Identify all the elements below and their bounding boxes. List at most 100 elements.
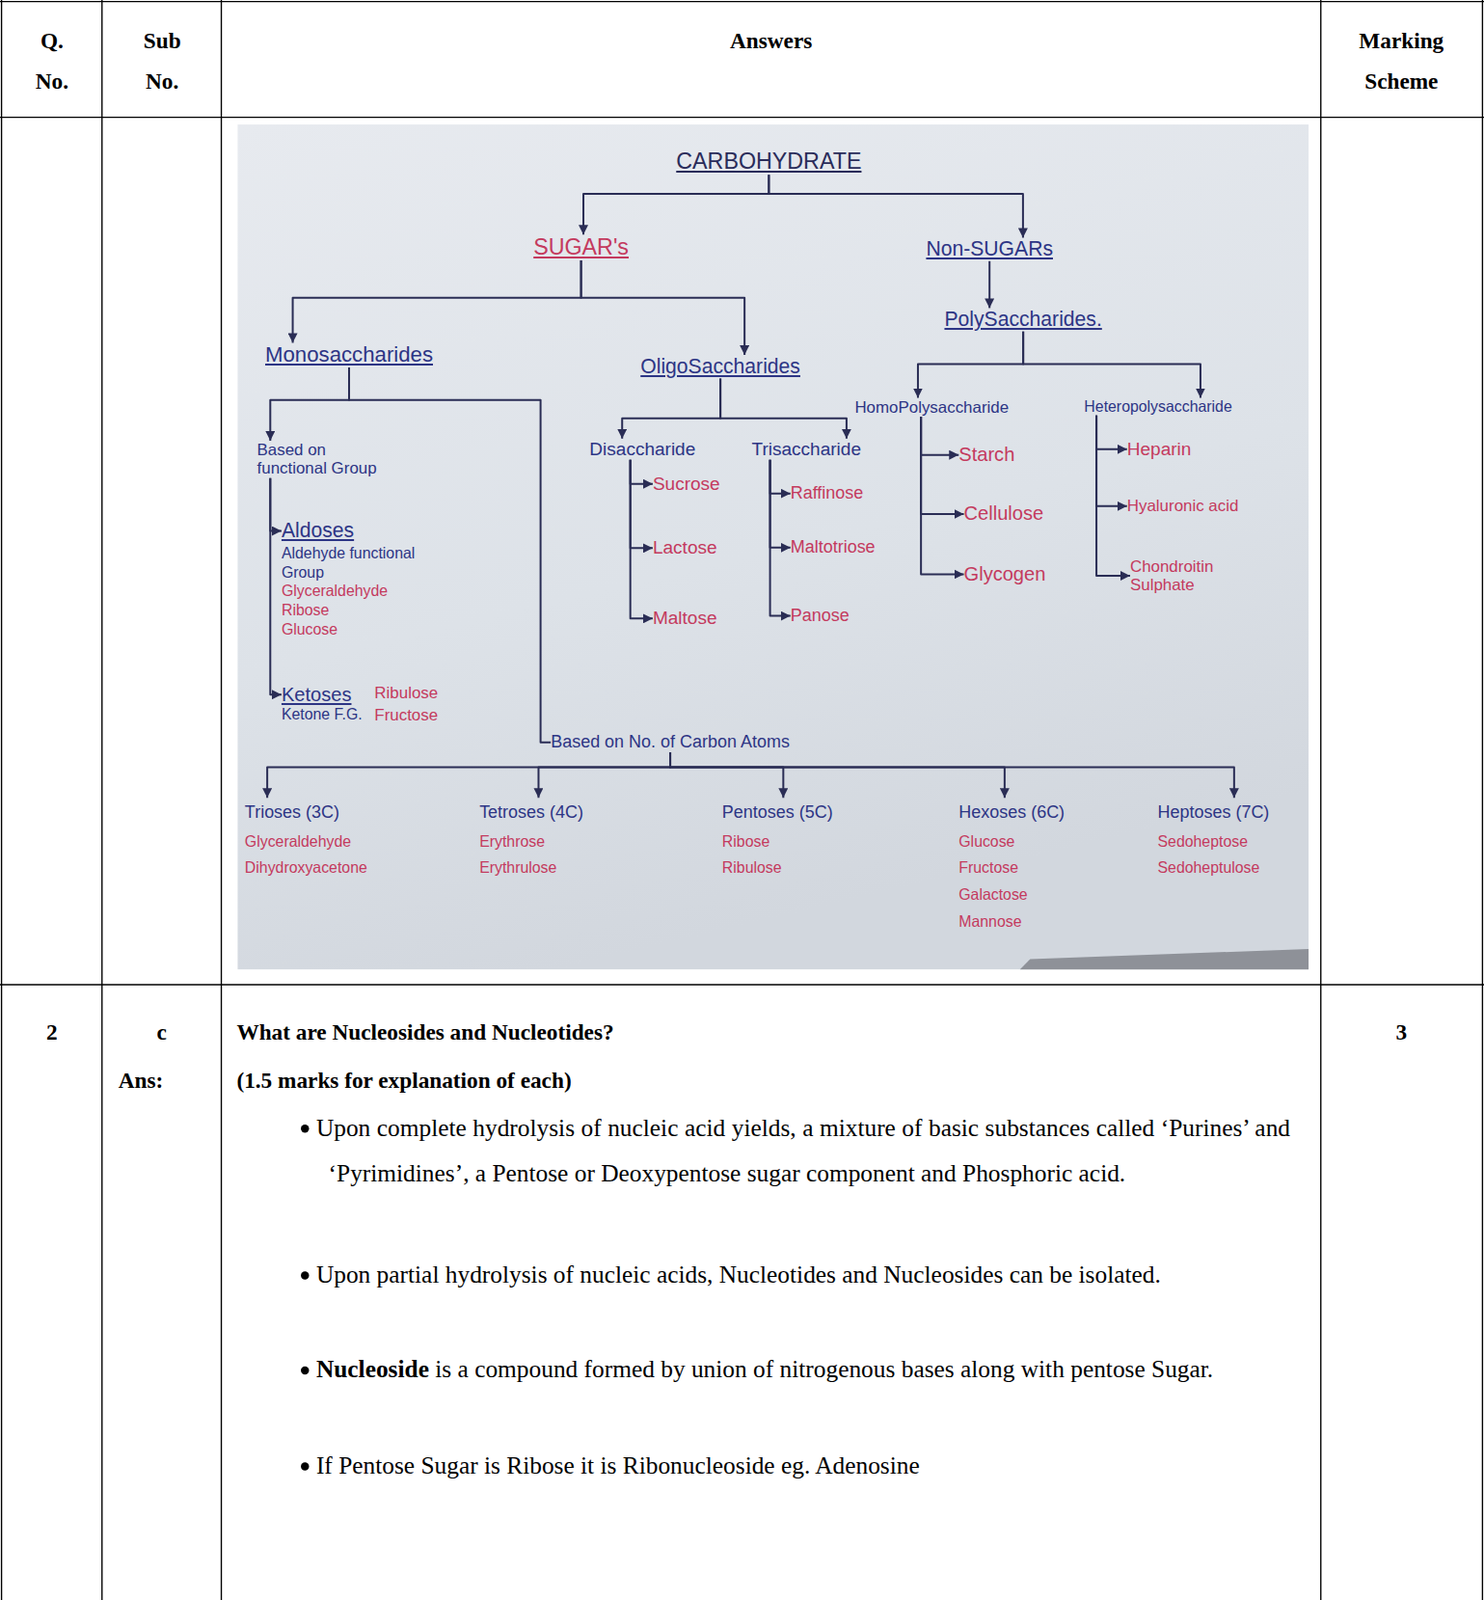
bullet-text-block: Upon complete hydrolysis of nucleic acid… bbox=[316, 1105, 1291, 1197]
tree-node: Lactose bbox=[652, 537, 718, 559]
tree-node: Trisaccharide bbox=[752, 438, 862, 460]
bullet-text: Nucleoside bbox=[316, 1354, 430, 1382]
tree-node: Sucrose bbox=[652, 473, 721, 495]
tree-node: CARBOHYDRATE bbox=[675, 148, 862, 175]
tree-node: Maltose bbox=[652, 607, 718, 629]
node-heading: Trisaccharide bbox=[752, 438, 862, 460]
marking-note: (1.5 marks for explanation of each) bbox=[236, 1067, 571, 1093]
tree-node: Panose bbox=[790, 605, 850, 626]
tree-arrow bbox=[1023, 331, 1201, 399]
tree-arrow bbox=[770, 459, 791, 548]
tree-node: Trioses (3C)GlyceraldehydeDihydroxyaceto… bbox=[244, 797, 368, 882]
tree-arrow bbox=[583, 174, 769, 235]
bullet-text-block: Nucleosideis a compound formed by union … bbox=[316, 1346, 1291, 1393]
tree-arrow bbox=[1096, 415, 1131, 576]
tree-node: Maltotriose bbox=[790, 537, 876, 558]
question-text: What are Nucleosides and Nucleotides? bbox=[236, 1019, 614, 1045]
tree-arrow bbox=[630, 459, 653, 549]
node-heading: Tetroses (4C) bbox=[479, 797, 584, 828]
tree-arrow bbox=[988, 261, 991, 309]
node-heading: CARBOHYDRATE bbox=[675, 148, 862, 175]
node-heading: Disaccharide bbox=[589, 438, 696, 460]
node-heading: Raffinose bbox=[790, 483, 864, 504]
tree-node: HomoPolysaccharide bbox=[854, 398, 1009, 417]
bullet-text: If Pentose Sugar is Ribose it is Ribonuc… bbox=[316, 1451, 920, 1479]
example-text: Galactose bbox=[958, 881, 1065, 909]
tree-node: Heteropolysaccharide bbox=[1083, 398, 1232, 416]
tree-arrow bbox=[293, 260, 582, 343]
node-heading: Monosaccharides bbox=[265, 342, 433, 368]
bullet-text: is a compound formed by union of nitroge… bbox=[434, 1354, 1214, 1382]
node-heading: Pentoses (5C) bbox=[722, 797, 834, 828]
example-text: Fructose bbox=[374, 705, 438, 725]
question-number: 2 bbox=[46, 1019, 58, 1045]
tree-arrow bbox=[630, 459, 653, 620]
node-heading: Maltose bbox=[652, 607, 718, 629]
tree-node: KetosesRibuloseKetone F.G.Fructose bbox=[281, 683, 438, 726]
question-text-block: What are Nucleosides and Nucleotides? bbox=[236, 1018, 1308, 1048]
tree-arrow bbox=[267, 752, 671, 798]
tree-node: Starch bbox=[958, 443, 1015, 466]
bullet-dots bbox=[300, 1124, 309, 1471]
tree-node: PolySaccharides. bbox=[944, 307, 1102, 331]
tree-node: Heptoses (7C)SedoheptoseSedoheptulose bbox=[1158, 797, 1270, 882]
node-heading: Sucrose bbox=[652, 473, 721, 495]
node-heading: Starch bbox=[958, 443, 1015, 466]
node-heading: Based on No. of Carbon Atoms bbox=[550, 731, 790, 753]
answer-tag: Ans: bbox=[118, 1067, 164, 1093]
tree-node: OligoSaccharides bbox=[640, 354, 801, 378]
tree-node: Pentoses (5C)RiboseRibulose bbox=[722, 797, 834, 882]
tree-arrow bbox=[269, 478, 282, 532]
bullet-text-block: Upon partial hydrolysis of nucleic acids… bbox=[316, 1251, 1291, 1298]
node-heading: Heptoses (7C) bbox=[1158, 797, 1270, 828]
example-text: Sedoheptose bbox=[1158, 828, 1270, 856]
tree-arrow bbox=[269, 478, 282, 695]
sub-number: c bbox=[156, 1019, 166, 1045]
tree-node: Cellulose bbox=[964, 502, 1045, 525]
tree-arrow bbox=[768, 174, 1024, 238]
tree-node: Non-SUGARs bbox=[925, 237, 1053, 261]
tree-arrow bbox=[917, 331, 1024, 399]
tree-arrow bbox=[670, 752, 783, 798]
tree-node: Based on functional Group bbox=[257, 440, 396, 479]
table-header-block: Sub No. bbox=[130, 20, 194, 103]
example-text: Ribulose bbox=[374, 683, 438, 706]
tree-node: Based on No. of Carbon Atoms bbox=[550, 731, 790, 753]
node-heading: Non-SUGARs bbox=[925, 237, 1053, 261]
tree-arrow bbox=[770, 459, 791, 494]
tree-arrow bbox=[920, 416, 964, 514]
node-heading: Glycogen bbox=[964, 563, 1047, 586]
example-text: Glyceraldehyde bbox=[281, 581, 445, 601]
tree-node: Disaccharide bbox=[589, 438, 696, 460]
node-heading: Cellulose bbox=[964, 502, 1045, 525]
example-text: Fructose bbox=[958, 854, 1065, 882]
tree-arrow bbox=[1096, 415, 1128, 450]
tree-node: Hyaluronic acid bbox=[1127, 496, 1240, 515]
tree-node: Monosaccharides bbox=[265, 342, 433, 368]
node-heading: Hyaluronic acid bbox=[1127, 496, 1240, 515]
bullet-text: Upon complete hydrolysis of nucleic acid… bbox=[316, 1113, 1291, 1188]
tree-arrow bbox=[621, 377, 721, 438]
node-heading: Panose bbox=[790, 605, 850, 626]
node-heading: OligoSaccharides bbox=[640, 354, 801, 378]
tree-node: AldosesAldehyde functional GroupGlyceral… bbox=[281, 517, 445, 640]
example-text: Dihydroxyacetone bbox=[244, 854, 368, 882]
tree-arrow bbox=[1096, 415, 1128, 507]
tree-arrow bbox=[269, 367, 350, 441]
tree-arrow bbox=[581, 260, 746, 355]
node-heading: Aldoses bbox=[281, 517, 445, 543]
node-heading: HomoPolysaccharide bbox=[854, 398, 1009, 417]
example-text: Glyceraldehyde bbox=[244, 828, 368, 856]
tree-arrow bbox=[538, 752, 671, 798]
example-text: Ribulose bbox=[722, 854, 834, 882]
example-text: Sedoheptulose bbox=[1158, 854, 1270, 882]
example-text: Erythrose bbox=[479, 828, 584, 856]
table-header: Marking Scheme bbox=[1358, 27, 1444, 94]
tree-arrow bbox=[720, 377, 847, 438]
sub-number-block: c bbox=[102, 1018, 222, 1048]
tree-node: Chondroitin Sulphate bbox=[1130, 557, 1253, 595]
tree-arrow bbox=[670, 752, 1005, 798]
tree-node: SUGAR's bbox=[533, 234, 629, 261]
